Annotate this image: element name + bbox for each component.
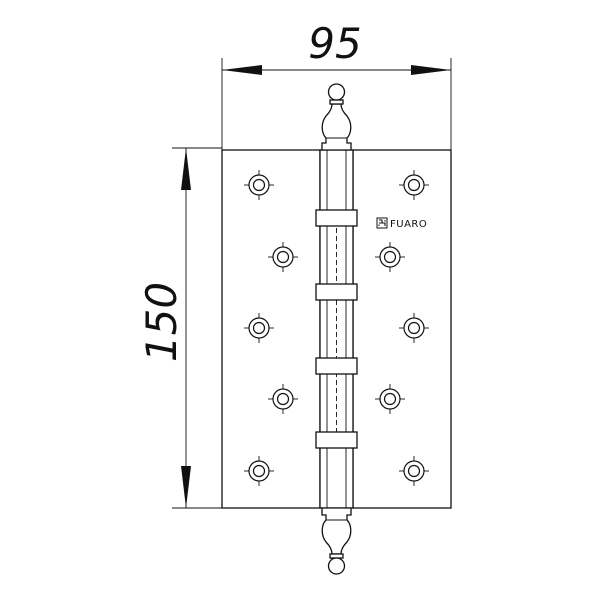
height-arrow-bottom bbox=[181, 466, 191, 508]
width-arrow-left bbox=[222, 65, 262, 75]
brand-name: FUARO bbox=[390, 219, 427, 230]
hinge-barrel bbox=[315, 149, 358, 509]
width-arrow-right bbox=[411, 65, 451, 75]
height-label: 150 bbox=[137, 282, 186, 362]
top-finial bbox=[321, 83, 352, 151]
brand-mark: FUARO bbox=[376, 217, 427, 230]
bottom-finial bbox=[321, 507, 352, 575]
fuaro-logo-icon bbox=[376, 217, 388, 229]
knuckle-segment-2 bbox=[315, 283, 358, 301]
height-arrow-top bbox=[181, 148, 191, 190]
left-leaf-plate bbox=[221, 149, 321, 509]
width-label: 95 bbox=[308, 19, 361, 68]
knuckle-segment-3 bbox=[315, 357, 358, 375]
height-dimension: 150 bbox=[137, 147, 222, 509]
top-finial-body bbox=[321, 103, 352, 151]
bottom-finial-ball bbox=[327, 557, 346, 575]
width-dimension: 95 bbox=[221, 19, 452, 150]
top-finial-ball bbox=[327, 83, 346, 101]
knuckle-segment-4 bbox=[315, 431, 358, 449]
right-leaf-plate bbox=[352, 149, 452, 509]
bottom-finial-body bbox=[321, 507, 352, 555]
knuckle-segment-1 bbox=[315, 209, 358, 227]
